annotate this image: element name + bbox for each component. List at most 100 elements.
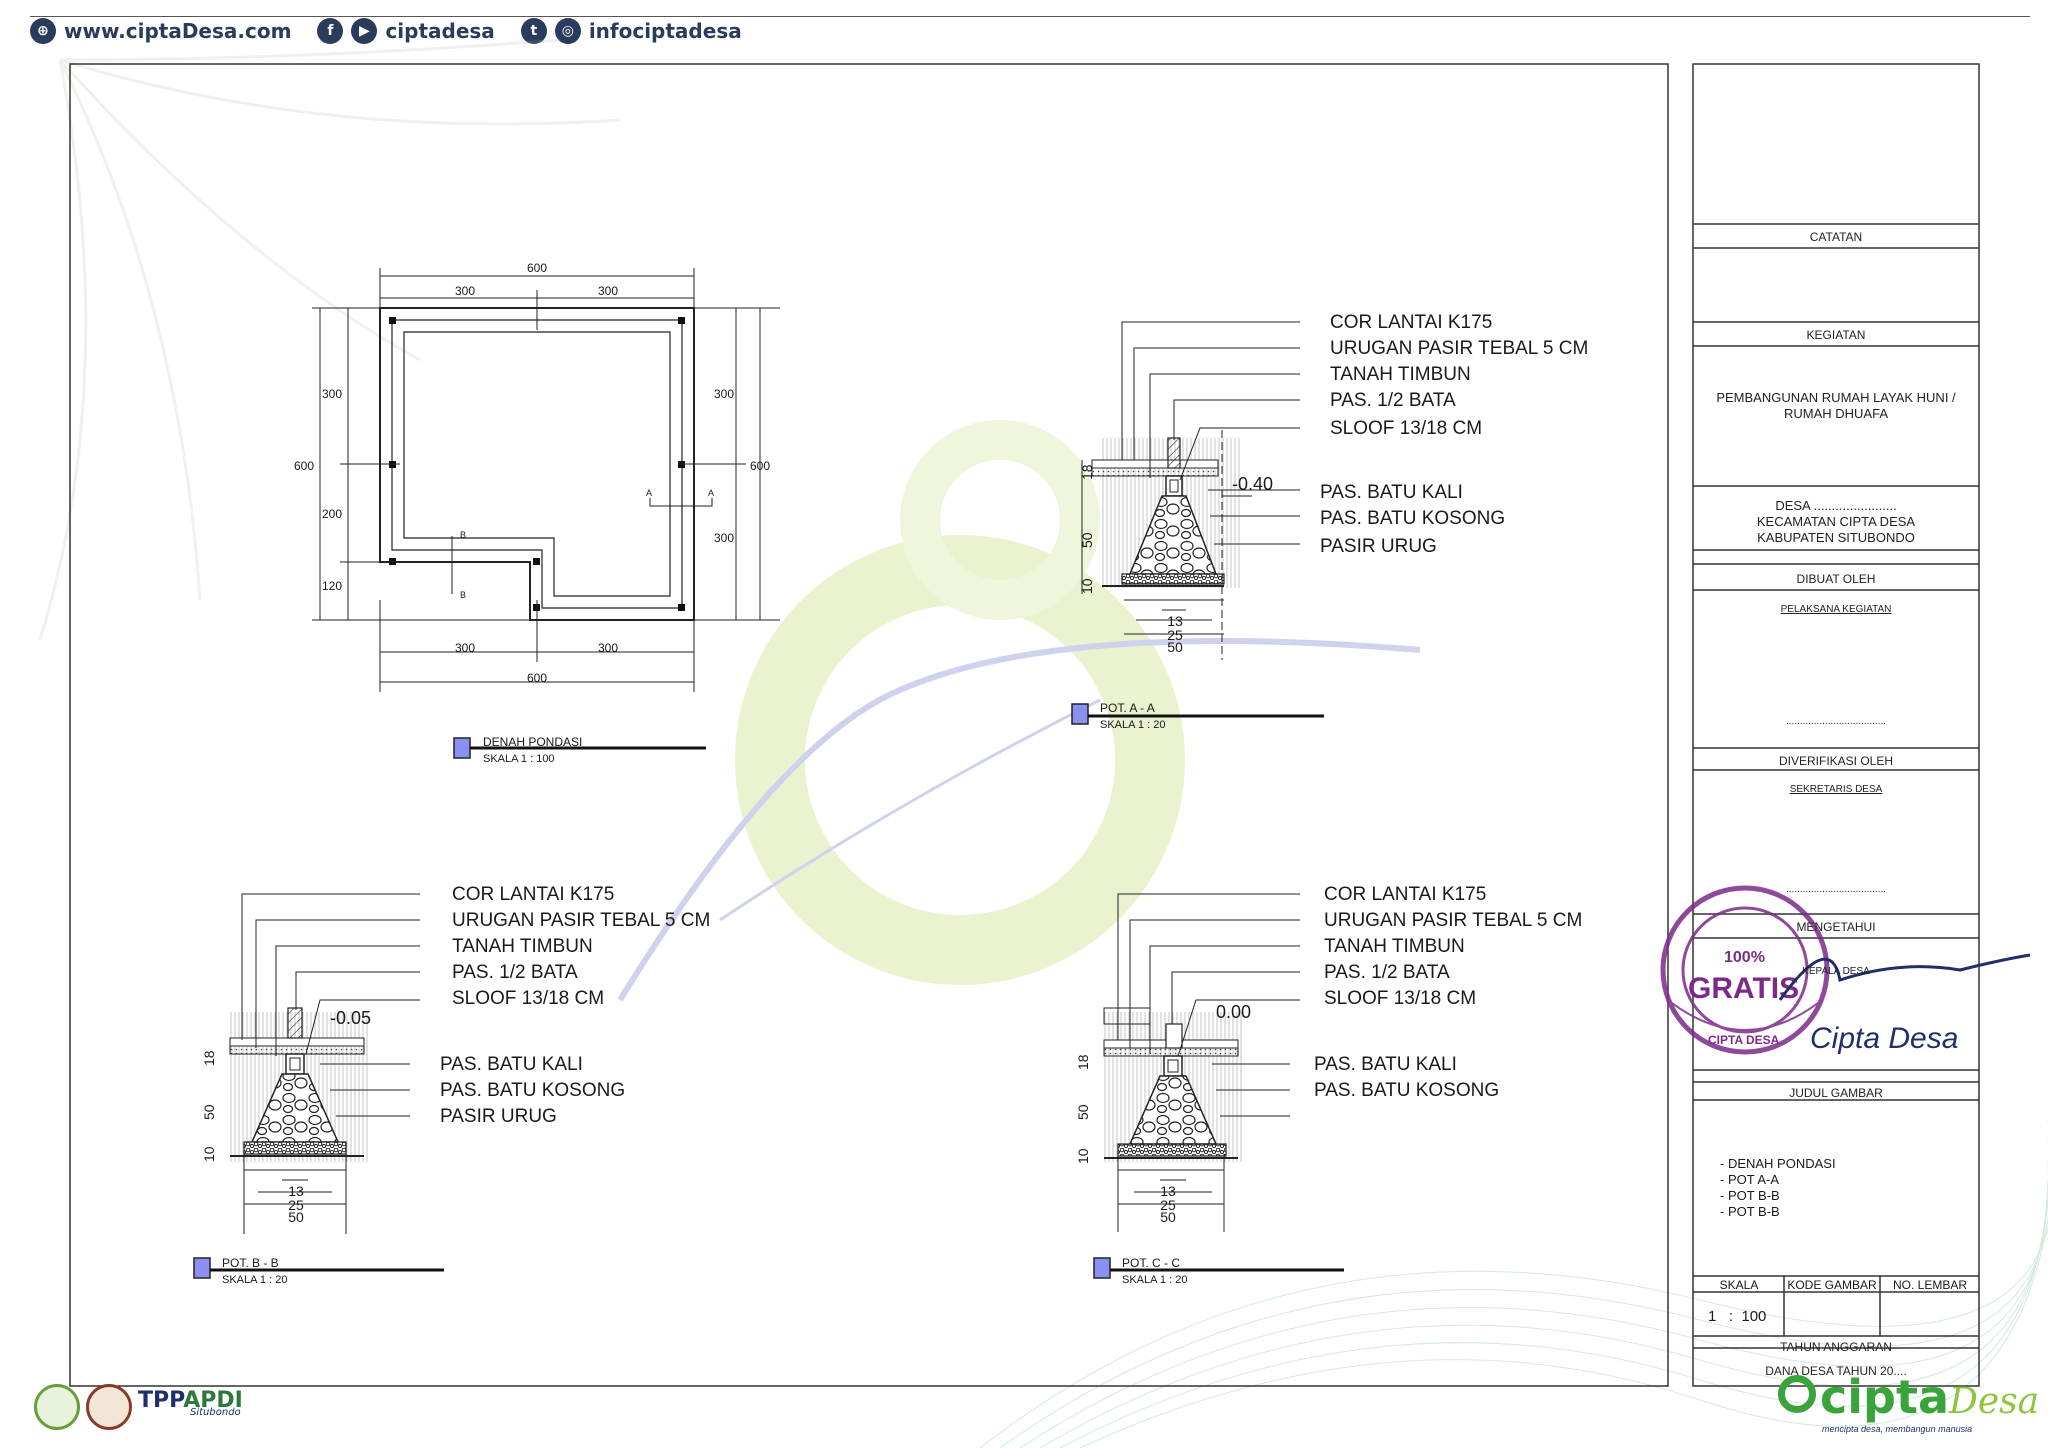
section-b-label-1: COR LANTAI K175 xyxy=(452,884,614,905)
website-link[interactable]: www.ciptaDesa.com xyxy=(64,19,292,43)
twitter-instagram-handle[interactable]: infociptadesa xyxy=(588,19,742,43)
title-block-frame xyxy=(1692,63,1980,1387)
section-a-dim-v4: 50 xyxy=(1079,532,1095,548)
tb-desa: DESA ....................... xyxy=(1775,498,1897,513)
government-seal-icon xyxy=(34,1384,80,1430)
tb-judul-item-3: - POT B-B xyxy=(1720,1188,1780,1203)
tb-kepala-desa: KEPALA DESA xyxy=(1802,966,1870,977)
section-a-title-marker xyxy=(1071,703,1089,725)
apdi-text: APDI xyxy=(183,1388,243,1413)
tb-pelaksana: PELAKSANA KEGIATAN xyxy=(1780,604,1892,615)
plan-dim-left-b: 200 xyxy=(322,507,342,521)
facebook-icon[interactable]: f xyxy=(317,18,344,44)
plan-dim-top-left: 300 xyxy=(455,284,475,298)
section-a-label-3: TANAH TIMBUN xyxy=(1330,364,1471,385)
plan-title: DENAH PONDASI xyxy=(483,735,582,749)
tb-sekretaris: SEKRETARIS DESA xyxy=(1789,784,1883,795)
regency-seal-icon xyxy=(86,1384,132,1430)
section-b-leaders xyxy=(241,893,420,1117)
tb-diverifikasi: DIVERIFIKASI OLEH xyxy=(1778,754,1894,768)
section-c-label-1: COR LANTAI K175 xyxy=(1324,884,1486,905)
section-c-label-2: URUGAN PASIR TEBAL 5 CM xyxy=(1324,910,1582,931)
facebook-youtube-handle[interactable]: ciptadesa xyxy=(385,19,495,43)
section-c-scale: SKALA 1 : 20 xyxy=(1122,1274,1187,1286)
ciptadesa-logo-icon xyxy=(1778,1375,1816,1413)
tb-skala-label: SKALA xyxy=(1719,1278,1759,1292)
tb-signature-dots-2: .................................... xyxy=(1785,884,1887,895)
section-c-level: 0.00 xyxy=(1216,1002,1251,1022)
tb-kegiatan-value-2: RUMAH DHUAFA xyxy=(1783,406,1888,421)
section-a-label-2: URUGAN PASIR TEBAL 5 CM xyxy=(1330,338,1588,359)
plan-dim-right-b: 300 xyxy=(714,531,734,545)
ciptadesa-logo-text: cipta xyxy=(1820,1370,1949,1424)
tb-kegiatan: KEGIATAN xyxy=(1806,328,1866,342)
tb-judul-item-1: - DENAH PONDASI xyxy=(1720,1156,1836,1171)
tb-kode-gambar: KODE GAMBAR xyxy=(1787,1278,1877,1292)
section-a-dim-h3: 50 xyxy=(1167,639,1183,655)
section-c-label-5: SLOOF 13/18 CM xyxy=(1324,988,1476,1009)
apdi-sub: Situbondo xyxy=(190,1407,241,1418)
header-rule xyxy=(30,16,2030,17)
signature-name: Cipta Desa xyxy=(1810,1022,1958,1055)
section-a-scale: SKALA 1 : 20 xyxy=(1100,719,1165,731)
plan-dim-bottom-right: 300 xyxy=(598,641,618,655)
youtube-icon[interactable]: ▶ xyxy=(351,18,378,44)
section-a-dim-v5: 10 xyxy=(1079,578,1095,594)
tpp-logo: TPPAPDI Situbondo xyxy=(138,1388,243,1418)
section-c-leaders xyxy=(1117,893,1300,1117)
plan-scale: SKALA 1 : 100 xyxy=(483,753,555,765)
section-b-scale: SKALA 1 : 20 xyxy=(222,1274,287,1286)
plan-dim-top-total: 600 xyxy=(527,261,547,275)
section-a-label-8: PASIR URUG xyxy=(1320,536,1437,557)
tb-no-lembar: NO. LEMBAR xyxy=(1892,1278,1967,1292)
section-a-label-7: PAS. BATU KOSONG xyxy=(1320,508,1505,529)
globe-icon: ⊕ xyxy=(30,18,56,44)
twitter-icon[interactable]: t xyxy=(520,18,547,44)
section-c-drawing xyxy=(1103,1007,1244,1232)
stamp-bottom: CIPTA DESA xyxy=(1708,1033,1780,1047)
tb-dana-desa: DANA DESA TAHUN 20.... xyxy=(1765,1364,1907,1378)
section-c-label-7: PAS. BATU KOSONG xyxy=(1314,1080,1499,1101)
tb-kegiatan-value-1: PEMBANGUNAN RUMAH LAYAK HUNI / xyxy=(1716,390,1956,405)
tb-judul-gambar: JUDUL GAMBAR xyxy=(1789,1086,1883,1100)
section-c-label-4: PAS. 1/2 BATA xyxy=(1324,962,1450,983)
tb-judul-item-4: - POT B-B xyxy=(1720,1204,1780,1219)
section-b-dim-v1: 18 xyxy=(201,1050,217,1066)
tb-mengetahui: MENGETAHUI xyxy=(1796,920,1876,934)
section-a-dim-v1: 18 xyxy=(1079,464,1095,480)
plan-dim-bottom-total: 600 xyxy=(527,671,547,685)
tb-kabupaten: KABUPATEN SITUBONDO xyxy=(1757,530,1915,545)
ciptadesa-logo: cipta Desa xyxy=(1778,1374,2039,1422)
section-c-label-3: TANAH TIMBUN xyxy=(1324,936,1465,957)
tb-tahun-anggaran: TAHUN ANGGARAN xyxy=(1780,1340,1892,1354)
section-a-label-6: PAS. BATU KALI xyxy=(1320,482,1463,503)
header-bar: ⊕ www.ciptaDesa.com f ▶ ciptadesa t ◎ in… xyxy=(30,14,742,48)
section-b-label-6: PAS. BATU KALI xyxy=(440,1054,583,1075)
plan-dim-left-a: 300 xyxy=(322,387,342,401)
section-b-title-marker xyxy=(193,1257,211,1279)
section-mark-b-bottom: B xyxy=(460,590,466,600)
section-a-dim-h2: 25 xyxy=(1167,627,1183,643)
instagram-icon[interactable]: ◎ xyxy=(554,18,581,44)
section-c-title: POT. C - C xyxy=(1122,1256,1180,1270)
section-b-level: -0.05 xyxy=(330,1008,371,1028)
section-a-title: POT. A - A xyxy=(1100,701,1155,715)
section-b-dim-v5: 10 xyxy=(201,1146,217,1162)
section-b-dim-h2: 25 xyxy=(288,1197,304,1213)
section-c-dim-h1: 13 xyxy=(1160,1183,1176,1199)
section-b-label-3: TANAH TIMBUN xyxy=(452,936,593,957)
section-b-label-2: URUGAN PASIR TEBAL 5 CM xyxy=(452,910,710,931)
stamp-percent: 100% xyxy=(1724,949,1765,966)
section-mark-a-right: A xyxy=(708,488,714,498)
section-b-dim-h1: 13 xyxy=(288,1183,304,1199)
tb-skala-value: 1 : 100 xyxy=(1708,1308,1767,1325)
section-a-dim-h1: 13 xyxy=(1167,613,1183,629)
plan-title-marker xyxy=(453,737,471,759)
section-c-dim-v4: 50 xyxy=(1075,1104,1091,1120)
plan-dim-right-a: 300 xyxy=(714,387,734,401)
tb-signature-dots-1: .................................... xyxy=(1785,716,1887,727)
section-b-label-8: PASIR URUG xyxy=(440,1106,557,1127)
foundation-plan xyxy=(312,268,780,692)
section-mark-b-top: B xyxy=(460,530,466,540)
